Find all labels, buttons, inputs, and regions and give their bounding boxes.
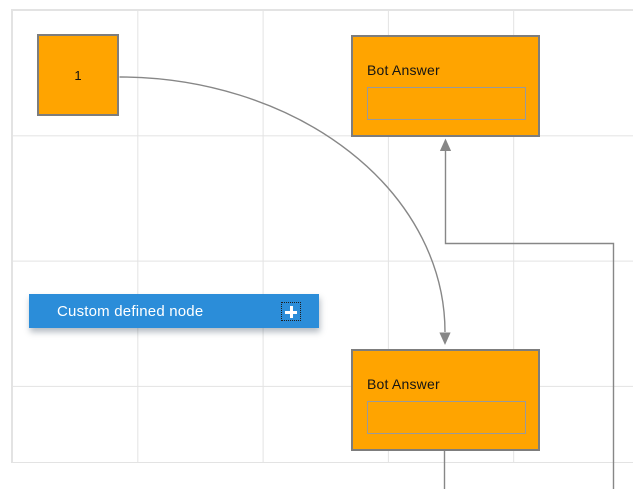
- custom-defined-node-button[interactable]: Custom defined node: [29, 294, 319, 328]
- bot-answer-title: Bot Answer: [367, 376, 440, 392]
- bot-answer-node-bottom[interactable]: Bot Answer: [351, 349, 540, 451]
- arrowhead-down-icon: [439, 332, 451, 345]
- bot-answer-title: Bot Answer: [367, 62, 440, 78]
- connector-elbow-to-top-answer[interactable]: [444, 151, 615, 489]
- connector-curve-start-to-bottom-answer[interactable]: [119, 76, 446, 333]
- custom-defined-node-label: Custom defined node: [57, 302, 204, 320]
- plus-icon[interactable]: [281, 301, 301, 321]
- start-node-label: 1: [74, 67, 82, 83]
- bot-answer-input[interactable]: [367, 87, 526, 120]
- bot-answer-input[interactable]: [367, 401, 526, 434]
- start-node[interactable]: 1: [37, 34, 119, 116]
- arrowhead-up-icon: [439, 138, 452, 151]
- bot-answer-node-top[interactable]: Bot Answer: [351, 35, 540, 137]
